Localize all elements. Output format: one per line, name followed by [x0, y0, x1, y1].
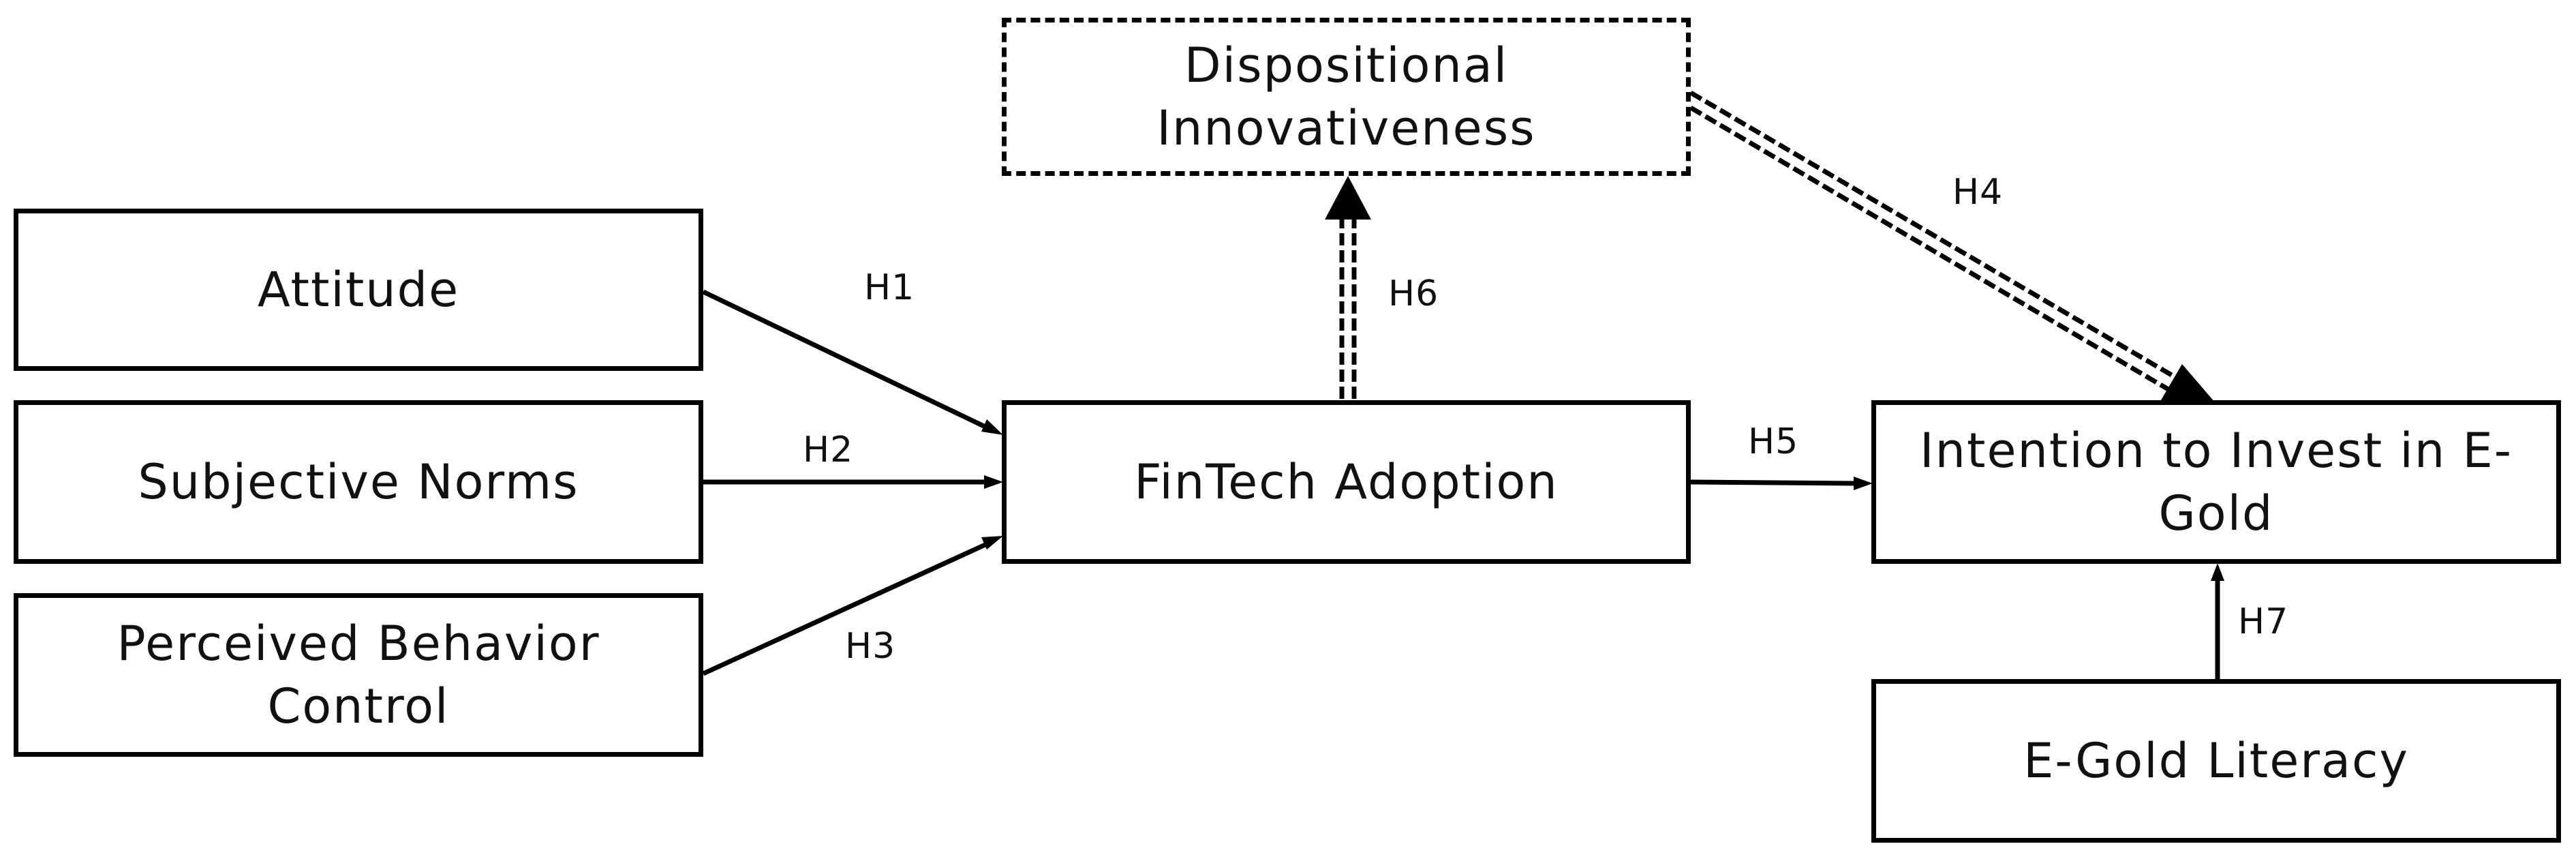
- edge-label-h1: H1: [864, 267, 915, 308]
- edge-label-h6: H6: [1388, 273, 1439, 314]
- node-dispositional-label: Dispositional Innovativeness: [1156, 37, 1536, 156]
- node-pbc-label: Perceived Behavior Control: [117, 616, 600, 734]
- node-attitude-label: Attitude: [257, 262, 460, 318]
- edge-h5-arrow: [1690, 477, 1873, 490]
- edge-label-h7: H7: [2238, 601, 2289, 642]
- node-intention-label: Intention to Invest in E- Gold: [1920, 423, 2513, 541]
- node-literacy-label: E-Gold Literacy: [2023, 733, 2409, 789]
- edge-h4-arrow: [1689, 90, 2215, 404]
- node-subjective-norms-label: Subjective Norms: [138, 454, 579, 510]
- node-intention-to-invest: Intention to Invest in E- Gold: [1871, 400, 2561, 564]
- node-e-gold-literacy: E-Gold Literacy: [1871, 679, 2561, 843]
- edge-label-h5: H5: [1748, 421, 1799, 462]
- edge-h7-arrow: [2211, 563, 2224, 679]
- node-dispositional-innovativeness: Dispositional Innovativeness: [1002, 18, 1691, 176]
- node-subjective-norms: Subjective Norms: [14, 400, 703, 564]
- edge-label-h3: H3: [845, 626, 896, 667]
- edge-h3-arrow: [702, 536, 1003, 676]
- node-fintech-adoption: FinTech Adoption: [1002, 400, 1691, 564]
- edge-h2-arrow: [703, 475, 1003, 489]
- edge-h1-arrow: [702, 289, 1003, 435]
- node-fintech-label: FinTech Adoption: [1134, 454, 1559, 510]
- edge-label-h4: H4: [1952, 172, 2004, 213]
- node-perceived-behavior-control: Perceived Behavior Control: [14, 593, 703, 757]
- node-attitude: Attitude: [14, 209, 703, 371]
- edge-h6-arrow: [1325, 176, 1371, 399]
- edge-label-h2: H2: [803, 430, 854, 470]
